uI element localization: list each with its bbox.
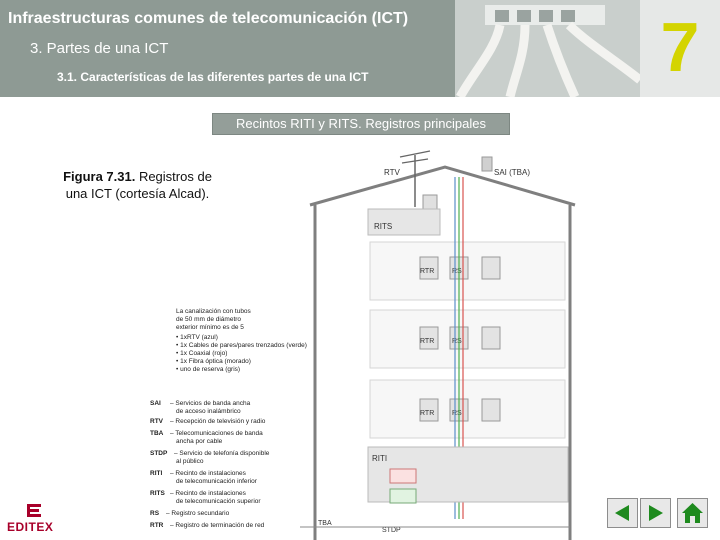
slide-title: Infraestructuras comunes de telecomunica…	[8, 10, 408, 28]
legend-text: de telecomunicación superior	[176, 498, 261, 505]
section-banner: Recintos RITI y RITS. Registros principa…	[212, 113, 510, 135]
floor-1: RTR RS	[370, 242, 565, 300]
editex-logo-icon	[7, 500, 57, 520]
legend-text: al público	[176, 458, 204, 465]
legend-key: RS	[150, 510, 160, 517]
home-button[interactable]	[677, 498, 708, 528]
ict-building-diagram: RTV SAI (TBA) RITS RTR RS RTR RS RTR RS …	[150, 147, 590, 540]
floor-2: RTR RS	[370, 310, 565, 368]
rs-label: RS	[452, 338, 462, 345]
chapter-number: 7	[645, 5, 715, 90]
floor-3: RTR RS	[370, 380, 565, 438]
legend-key: RITI	[150, 470, 162, 477]
cable-note-line: • uno de reserva (gris)	[176, 366, 240, 373]
legend-text: – Telecomunicaciones de banda	[170, 430, 263, 437]
forward-button[interactable]	[640, 498, 671, 528]
legend-text: ancha por cable	[176, 438, 223, 445]
legend-text: – Registro secundario	[166, 510, 230, 517]
cable-note: La canalización con tubos de 50 mm de di…	[176, 308, 307, 373]
legend-text: – Registro de terminación de red	[170, 522, 265, 529]
cable-note-line: • 1x Fibra óptica (morado)	[176, 358, 251, 365]
legend-key: SAI	[150, 400, 161, 407]
cable-note-line: de 50 mm de diámetro	[176, 316, 241, 323]
acronym-legend: SAI – Servicios de banda ancha de acceso…	[150, 400, 270, 529]
cable-note-line: exterior mínimo es de 5	[176, 324, 244, 331]
rtv-label: RTV	[384, 168, 401, 177]
subsection-heading: 3.1. Características de las diferentes p…	[57, 70, 368, 84]
back-arrow-icon	[608, 499, 637, 527]
cable-note-line: La canalización con tubos	[176, 308, 252, 315]
sai-tba-label: SAI (TBA)	[494, 168, 530, 177]
legend-key: STDP	[150, 450, 168, 457]
network-cables-photo	[455, 0, 640, 97]
legend-text: – Recepción de televisión y radio	[170, 418, 266, 425]
section-heading: 3. Partes de una ICT	[30, 40, 168, 57]
legend-text: – Servicios de banda ancha	[170, 400, 251, 407]
legend-key: RTR	[150, 522, 164, 529]
back-button[interactable]	[607, 498, 638, 528]
forward-arrow-icon	[641, 499, 670, 527]
rs-label: RS	[452, 410, 462, 417]
legend-key: RTV	[150, 418, 164, 425]
rtr-label: RTR	[420, 410, 434, 417]
stdp-label: STDP	[382, 527, 401, 534]
legend-key: TBA	[150, 430, 164, 437]
home-icon	[678, 499, 707, 527]
legend-text: – Recinto de instalaciones	[170, 470, 247, 477]
legend-text: – Servicio de telefonía disponible	[174, 450, 270, 457]
slide-header: Infraestructuras comunes de telecomunica…	[0, 0, 720, 97]
cable-note-line: • 1x Coaxial (rojo)	[176, 350, 227, 357]
legend-text: – Recinto de instalaciones	[170, 490, 247, 497]
caption-figure-number: Figura 7.31.	[63, 169, 135, 184]
riti-label: RITI	[372, 454, 387, 463]
editex-logo-text: EDITEX	[7, 520, 53, 534]
rtr-label: RTR	[420, 268, 434, 275]
legend-text: de acceso inalámbrico	[176, 408, 241, 415]
legend-text: de telecomunicación inferior	[176, 478, 258, 485]
rits-label: RITS	[374, 222, 392, 231]
cable-note-line: • 1x Cables de pares/pares trenzados (ve…	[176, 342, 307, 349]
rtr-label: RTR	[420, 338, 434, 345]
tba-label: TBA	[318, 520, 332, 527]
cable-note-line: • 1xRTV (azul)	[176, 334, 218, 341]
legend-key: RITS	[150, 490, 165, 497]
rs-label: RS	[452, 268, 462, 275]
